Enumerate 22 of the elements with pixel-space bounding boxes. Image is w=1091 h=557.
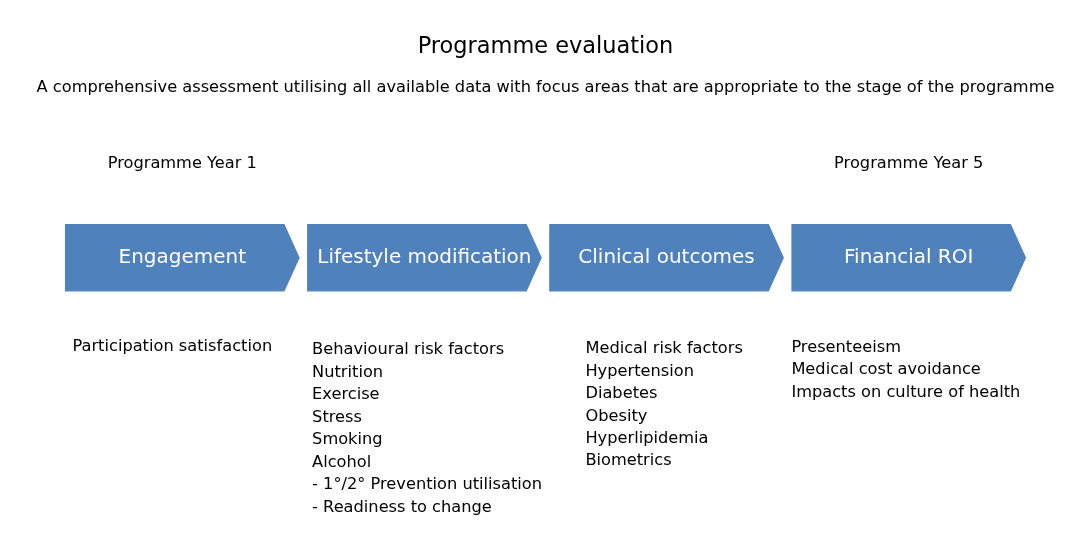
node-label: Exercise xyxy=(312,383,380,403)
node-label: - Readiness to change xyxy=(312,496,492,516)
node-label: Presenteeism xyxy=(791,336,901,356)
node-label: Smoking xyxy=(312,428,383,448)
node-label: Behavioural risk factors xyxy=(312,338,505,358)
node-label: Hyperlipidemia xyxy=(585,427,709,447)
node-label: Hypertension xyxy=(585,360,694,380)
node-label: Impacts on culture of health xyxy=(791,381,1021,401)
node-label: Obesity xyxy=(585,405,648,425)
node-label: Stress xyxy=(312,406,362,426)
node-label: Participation satisfaction xyxy=(72,335,273,355)
node-label: Diabetes xyxy=(585,382,658,402)
node-label: Biometrics xyxy=(585,449,672,469)
label: A comprehensive assessment utilising all available data with focus areas that are appropriate to the stage of the programme xyxy=(36,76,1055,96)
node-label: Medical cost avoidance xyxy=(791,358,981,378)
label: Programme Year 1 xyxy=(107,152,257,172)
label: Programme Year 5 xyxy=(834,152,984,172)
node-label: Alcohol xyxy=(312,451,372,471)
node-label: Nutrition xyxy=(312,361,384,381)
node-label: - 1°/2° Prevention utilisation xyxy=(312,473,543,493)
diagram-title: Programme evaluation xyxy=(417,31,674,58)
node-label: Medical risk factors xyxy=(585,337,743,357)
